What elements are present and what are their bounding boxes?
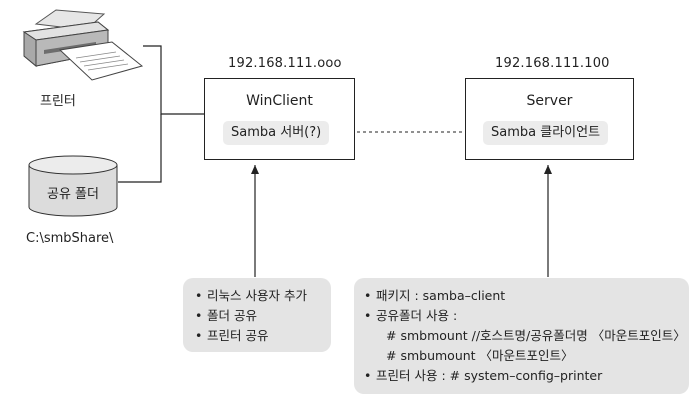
printer-label: 프린터: [40, 94, 76, 109]
winclient-title: WinClient: [246, 93, 313, 109]
note-item-shared-folder-use: 공유폴더 사용 :: [364, 306, 681, 326]
server-box: Server Samba 클라이언트: [465, 78, 634, 160]
server-usage-note: 패키지 : samba–client 공유폴더 사용 : # smbmount …: [354, 278, 689, 394]
note-item-printer-use: 프린터 사용 : # system–config–printer: [364, 366, 681, 386]
printer-icon: [22, 9, 144, 81]
note-item-smbumount: # smbumount 〈마운트포인트〉: [386, 348, 574, 363]
folder-link-line: [118, 114, 162, 183]
server-title: Server: [526, 93, 573, 109]
winclient-ip: 192.168.111.ooo: [228, 56, 342, 71]
samba-server-tag: Samba 서버(?): [223, 121, 330, 145]
note-item-folder-share: 폴더 공유: [195, 306, 321, 326]
note-item-package: 패키지 : samba–client: [364, 286, 681, 306]
shared-folder-label: 공유 폴더: [47, 187, 99, 202]
samba-client-tag: Samba 클라이언트: [483, 121, 609, 145]
shared-folder-path: C:\smbShare\: [26, 231, 114, 246]
shared-folder-cylinder: 공유 폴더: [28, 155, 118, 217]
winclient-setup-note: 리눅스 사용자 추가 폴더 공유 프린터 공유: [183, 278, 331, 352]
server-ip: 192.168.111.100: [495, 56, 610, 71]
database-cylinder-icon: [28, 155, 118, 217]
winclient-box: WinClient Samba 서버(?): [204, 78, 355, 160]
note-item-add-user: 리눅스 사용자 추가: [195, 286, 321, 306]
note-item-printer-share: 프린터 공유: [195, 326, 321, 346]
note-item-smbmount: # smbmount //호스트명/공유폴더명 〈마운트포인트〉: [386, 328, 686, 343]
printer-link-line: [143, 45, 204, 115]
